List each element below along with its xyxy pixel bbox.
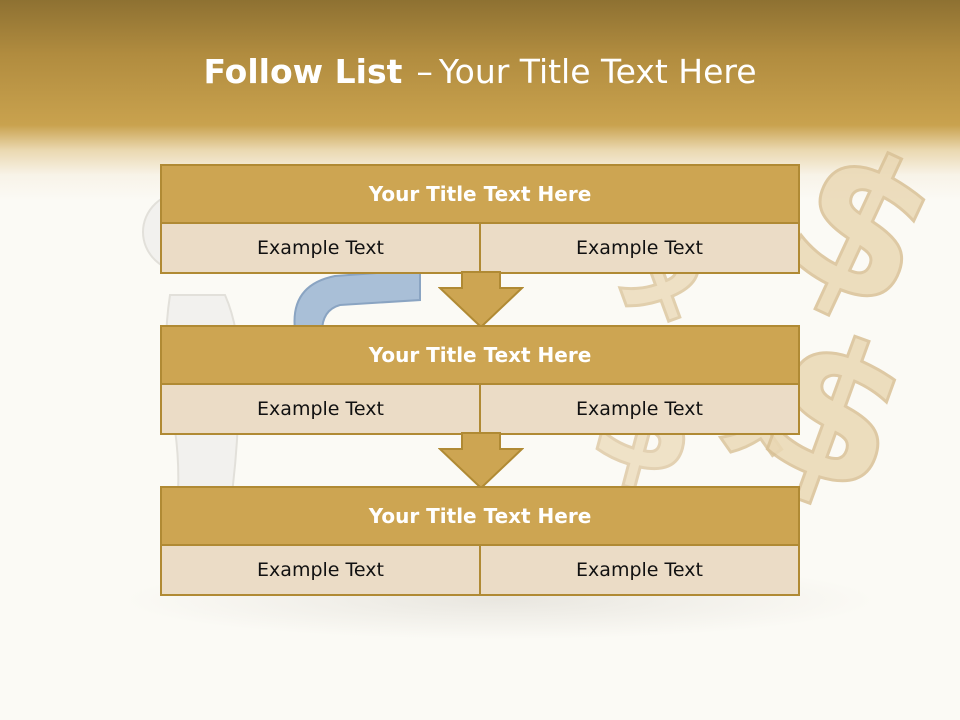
block-cell-right: Example Text (479, 224, 798, 272)
list-block-1: Your Title Text Here Example Text Exampl… (160, 164, 800, 274)
slide-title-rest: Your Title Text Here (438, 52, 757, 91)
block-cell-left: Example Text (257, 559, 384, 581)
block-cell-right: Example Text (479, 546, 798, 594)
block-title: Your Title Text Here (162, 327, 798, 385)
block-row: Example Text Example Text (162, 385, 798, 433)
list-block-2: Your Title Text Here Example Text Exampl… (160, 325, 800, 435)
block-cell-left: Example Text (257, 237, 384, 259)
slide-title-bold: Follow List (203, 52, 403, 91)
block-cell-right: Example Text (479, 385, 798, 433)
block-title: Your Title Text Here (162, 488, 798, 546)
down-arrow-icon (438, 271, 524, 329)
magnet-icon (293, 268, 421, 334)
block-cell-left: Example Text (257, 398, 384, 420)
slide-title-separator: – (416, 52, 433, 91)
list-block-3: Your Title Text Here Example Text Exampl… (160, 486, 800, 596)
block-title: Your Title Text Here (162, 166, 798, 224)
down-arrow-icon (438, 432, 524, 490)
block-row: Example Text Example Text (162, 224, 798, 272)
slide-title: Follow List–Your Title Text Here (0, 52, 960, 91)
block-row: Example Text Example Text (162, 546, 798, 594)
